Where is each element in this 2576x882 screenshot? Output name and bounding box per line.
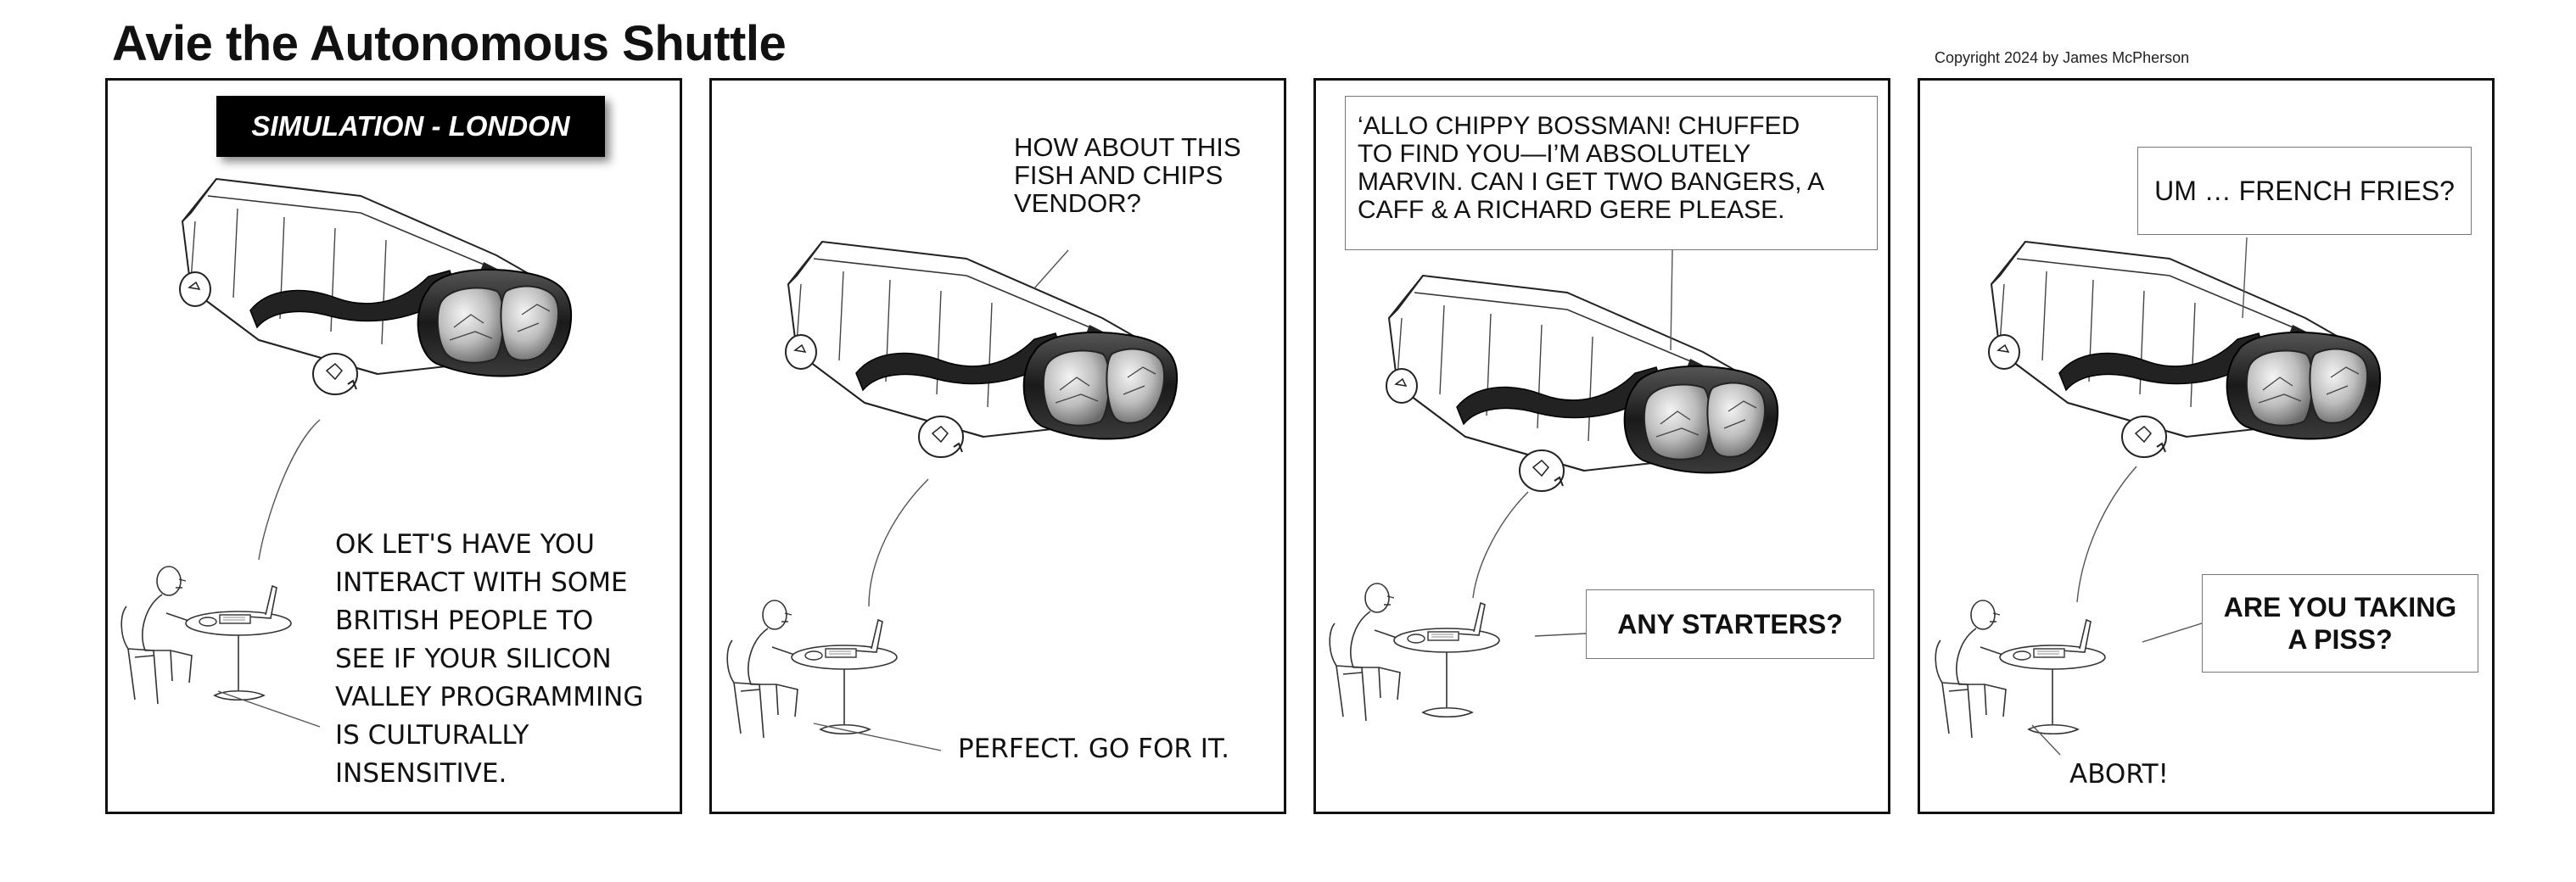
comic-panel-1: SIMULATION - LONDON OK LET'S HAVE YOU IN… [105, 78, 682, 814]
vendor-drawing [1935, 600, 2106, 739]
simulation-banner: SIMULATION - LONDON [216, 96, 605, 157]
panel-1-caption: OK LET'S HAVE YOU INTERACT WITH SOME BRI… [335, 529, 644, 789]
person-speech-tail [1534, 633, 1587, 637]
comic-panel-3: ‘ALLO CHIPPY BOSSMAN! CHUFFED TO FIND YO… [1313, 78, 1890, 814]
shuttle-speech-tail [258, 419, 321, 561]
caption-pointer [2031, 724, 2061, 756]
panel-1-artwork [120, 178, 573, 728]
comic-panel-4: UM … FRENCH FRIES? ARE YOU TAKING A PISS… [1918, 78, 2495, 814]
person-speech-bubble: ANY STARTERS? [1586, 589, 1874, 659]
comic-panel-2: HOW ABOUT THIS FISH AND CHIPS VENDOR? PE… [709, 78, 1286, 814]
vendor-drawing [120, 566, 292, 705]
shuttle-drawing [1988, 241, 2382, 458]
panel-4-artwork [1935, 237, 2382, 756]
copyright-notice: Copyright 2024 by James McPherson [1935, 49, 2190, 66]
shuttle-speech-bubble: ‘ALLO CHIPPY BOSSMAN! CHUFFED TO FIND YO… [1345, 96, 1878, 250]
shuttle-speech-tail [1670, 249, 1673, 351]
shuttle-drawing [1386, 275, 1779, 492]
panel-2-caption: PERFECT. GO FOR IT. [958, 734, 1230, 764]
person-speech-bubble: ARE YOU TAKING A PISS? [2202, 574, 2478, 673]
shuttle-speech-tail [1033, 249, 1069, 289]
panel-4-caption: ABORT! [2069, 759, 2169, 790]
caption-pointer [217, 690, 321, 728]
shuttle-speech-bubble: UM … FRENCH FRIES? [2137, 147, 2472, 235]
shuttle-link-line [868, 478, 929, 607]
shuttle-speech-tail [2242, 237, 2248, 319]
person-speech-tail [2142, 622, 2203, 643]
caption-pointer [813, 723, 942, 751]
comic-title: Avie the Autonomous Shuttle [112, 16, 787, 71]
shuttle-speech: HOW ABOUT THIS FISH AND CHIPS VENDOR? [1014, 132, 1241, 218]
vendor-drawing [1329, 583, 1500, 722]
panel-2-artwork [726, 241, 1179, 751]
shuttle-drawing [179, 178, 573, 395]
shuttle-link-line [2076, 466, 2137, 603]
panel-3-artwork [1329, 249, 1779, 722]
shuttle-drawing [785, 241, 1179, 458]
vendor-drawing [726, 600, 898, 739]
shuttle-link-line [1472, 491, 1529, 599]
